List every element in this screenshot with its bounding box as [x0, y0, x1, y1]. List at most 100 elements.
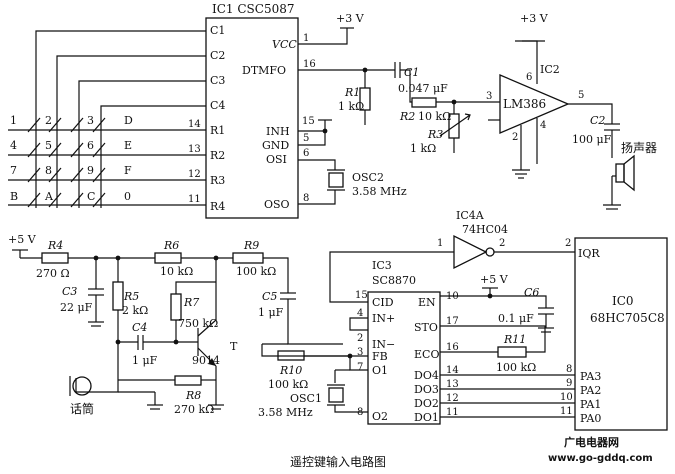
ic2-pin-4: 4 — [540, 120, 546, 131]
key-4: 4 — [10, 139, 17, 152]
ic4a-name: 74HC04 — [462, 223, 508, 236]
ic0-pin-pa0: PA0 — [580, 412, 601, 425]
key-3: 3 — [87, 114, 94, 127]
c3-value: 22 μF — [60, 301, 93, 314]
supply-3v-label: +3 V — [336, 12, 365, 25]
ic1-num-14: 14 — [188, 119, 201, 130]
r8-label: R8 — [185, 389, 201, 402]
ic3-pin-en: EN — [418, 296, 436, 309]
ic1-pin-oso: OSO — [264, 198, 290, 211]
ic3-supply-5v: +5 V — [480, 273, 509, 286]
key-7: 7 — [10, 164, 17, 177]
ic0-pin-pa2: PA2 — [580, 384, 601, 397]
ic3-pin-in-plus: IN+ — [372, 312, 395, 325]
ic3-pin-sto: STO — [414, 321, 438, 334]
ic1-pin-r3: R3 — [210, 174, 225, 187]
key-d: D — [124, 114, 133, 127]
key-2: 2 — [45, 114, 52, 127]
ic0-num-10: 10 — [560, 392, 573, 403]
r5-label: R5 — [123, 290, 139, 303]
r10-label: R10 — [279, 364, 302, 377]
supply-3v-label-2: +3 V — [520, 12, 549, 25]
ic1-num-16: 16 — [303, 59, 316, 70]
ic1-num-8: 8 — [303, 193, 309, 204]
ic3-num-13: 13 — [446, 379, 459, 390]
key-c: C — [87, 190, 95, 203]
keypad-wiring — [8, 30, 206, 208]
ic1-num-15: 15 — [302, 116, 315, 127]
ic3-num-17: 17 — [446, 316, 459, 327]
ic1-num-11: 11 — [188, 194, 201, 205]
ic3-num-15: 15 — [355, 290, 368, 301]
ic3-pin-fb: FB — [372, 350, 388, 363]
ic1-pin-gnd: GND — [262, 139, 289, 152]
key-9: 9 — [87, 164, 94, 177]
osc1-value: 3.58 MHz — [258, 406, 313, 419]
mic-preamp — [12, 249, 343, 410]
ic1-num-6: 6 — [303, 148, 309, 159]
ic3-pin-o2: O2 — [372, 410, 388, 423]
watermark-line2: www.go-gddq.com — [548, 453, 653, 464]
ic1-pin-dtmfo: DTMFO — [242, 64, 286, 77]
ic1-num-5: 5 — [303, 133, 309, 144]
ic1-num-12: 12 — [188, 169, 201, 180]
r6-value: 10 kΩ — [160, 265, 193, 278]
ic0-title: IC0 — [612, 294, 634, 308]
c3-label: C3 — [62, 285, 77, 298]
key-f: F — [124, 164, 132, 177]
key-0: 0 — [124, 190, 131, 203]
ic0-name: 68HC705C8 — [590, 311, 665, 325]
r9-label: R9 — [243, 239, 259, 252]
r3-label: R3 — [427, 128, 443, 141]
r2-label: R2 — [399, 110, 415, 123]
ic2-pin-2: 2 — [512, 132, 518, 143]
ic1-pin-c2: C2 — [210, 49, 225, 62]
ic1-num-1: 1 — [303, 33, 309, 44]
key-5: 5 — [45, 139, 52, 152]
r4-value: 270 Ω — [36, 267, 70, 280]
ic1-pin-inh: INH — [266, 125, 290, 138]
ic0-num-2: 2 — [565, 238, 571, 249]
ic1-pin-c4: C4 — [210, 99, 225, 112]
c4-label: C4 — [132, 321, 147, 334]
ic3-pin-do2: DO2 — [414, 397, 439, 410]
c4-value: 1 μF — [132, 354, 158, 367]
c1-label: C1 — [404, 66, 419, 79]
ic0-num-11: 11 — [560, 406, 573, 417]
ic0-body — [574, 237, 668, 431]
ic3-name: SC8870 — [372, 274, 416, 287]
osc1-label: OSC1 — [290, 392, 322, 405]
ic2-pin-5: 5 — [578, 90, 584, 101]
ic3-pin-do4: DO4 — [414, 369, 439, 382]
ic3-pin-cid: CID — [372, 296, 394, 309]
ic4a-pin-1: 1 — [437, 238, 443, 249]
ic3-num-7: 7 — [357, 362, 363, 373]
figure-caption: 遥控键输入电路图 — [290, 454, 386, 469]
ic4a-pin-2: 2 — [499, 238, 505, 249]
ic2-name: LM386 — [503, 97, 546, 111]
ic3-num-14: 14 — [446, 365, 459, 376]
ic2-amplifier — [488, 40, 635, 210]
dtmf-output-network — [298, 62, 500, 153]
ic4a-title: IC4A — [456, 209, 485, 222]
r9-value: 100 kΩ — [236, 265, 276, 278]
supply-5v-label: +5 V — [8, 233, 37, 246]
ic3-body — [367, 291, 441, 425]
key-e: E — [124, 139, 132, 152]
r10-value: 100 kΩ — [268, 378, 308, 391]
ic3-pin-eco: ECO — [414, 348, 439, 361]
key-6: 6 — [87, 139, 94, 152]
ic2-title: IC2 — [540, 63, 560, 76]
ic3-num-16: 16 — [446, 342, 459, 353]
ic1-title: IC1 CSC5087 — [212, 2, 295, 16]
ic2-pin-6: 6 — [526, 72, 532, 83]
ic1-body — [205, 17, 299, 219]
r5-value: 2 kΩ — [122, 304, 148, 317]
r7-label: R7 — [183, 296, 199, 309]
ic0-num-8: 8 — [566, 364, 572, 375]
ic3-pin-in-minus: IN− — [372, 338, 395, 351]
ic0-pin-pa3: PA3 — [580, 370, 601, 383]
key-b: B — [10, 190, 18, 203]
